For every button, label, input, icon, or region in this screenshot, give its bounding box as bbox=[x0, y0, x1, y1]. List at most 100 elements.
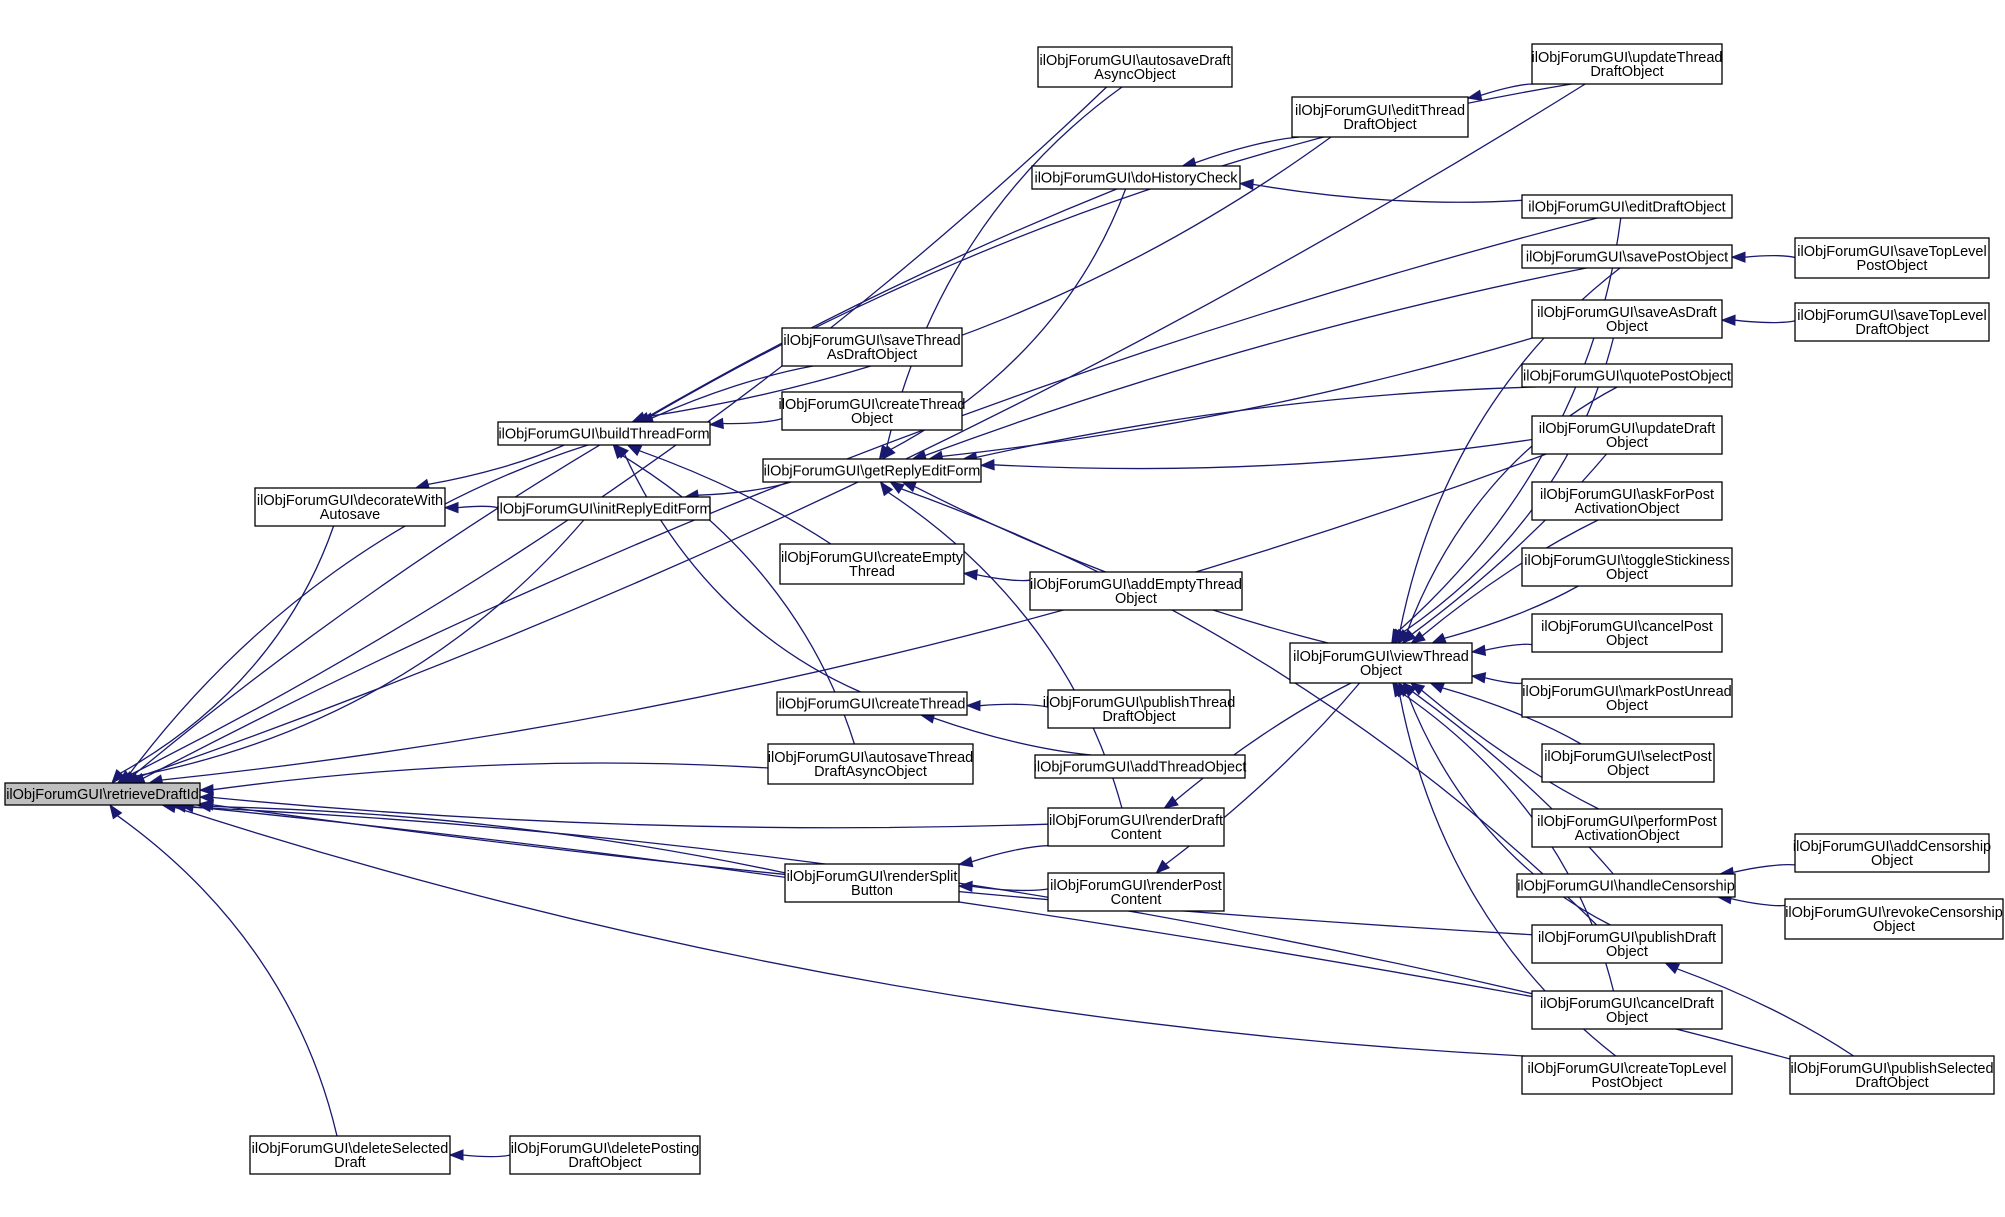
node-box bbox=[497, 496, 711, 521]
edge-saveTopLevelDraftObject-to-saveAsDraftObject bbox=[1720, 314, 1796, 326]
arrowhead bbox=[881, 445, 896, 461]
node-initReplyEditForm[interactable]: ilObjForumGUI\initReplyEditForm bbox=[496, 496, 712, 521]
edge-line bbox=[1405, 386, 1618, 634]
edge-publishThreadDraftObject-to-createThread bbox=[965, 699, 1049, 712]
node-label: Content bbox=[1111, 892, 1162, 908]
node-box bbox=[1531, 415, 1723, 455]
node-autosaveThreadDraftAsyncObject[interactable]: ilObjForumGUI\autosaveThreadDraftAsyncOb… bbox=[767, 743, 974, 785]
node-label: ilObjForumGUI\initReplyEditForm bbox=[496, 502, 711, 518]
node-doHistoryCheck[interactable]: ilObjForumGUI\doHistoryCheck bbox=[1031, 165, 1241, 190]
edge-publishDraftObject-to-getReplyEditForm bbox=[889, 481, 1598, 926]
node-label: ilObjForumGUI\selectPost bbox=[1544, 749, 1712, 765]
arrowhead bbox=[979, 459, 995, 471]
edge-line bbox=[1484, 677, 1523, 685]
node-label: ilObjForumGUI\publishDraft bbox=[1538, 930, 1716, 946]
edge-line bbox=[971, 845, 1049, 863]
node-handleCensorship[interactable]: ilObjForumGUI\handleCensorship bbox=[1516, 873, 1736, 898]
edge-deletePostingDraftObject-to-deleteSelectedDraft bbox=[448, 1149, 511, 1161]
node-getReplyEditForm[interactable]: ilObjForumGUI\getReplyEditForm bbox=[762, 458, 982, 483]
edge-line bbox=[914, 486, 1329, 644]
node-addThreadObject[interactable]: ilObjForumGUI\addThreadObject bbox=[1034, 754, 1247, 779]
arrowhead bbox=[1720, 314, 1736, 326]
edge-line bbox=[1734, 319, 1796, 324]
edge-autosaveThreadDraftAsyncObject-to-retrieveDraftId bbox=[198, 762, 769, 796]
node-label: Object bbox=[1606, 944, 1648, 960]
node-label: ActivationObject bbox=[1575, 828, 1680, 844]
node-box bbox=[776, 691, 968, 716]
node-performPostActivationObject[interactable]: ilObjForumGUI\performPostActivationObjec… bbox=[1531, 808, 1723, 848]
arrowhead bbox=[957, 880, 973, 893]
node-box bbox=[249, 1135, 451, 1175]
node-editDraftObject[interactable]: ilObjForumGUI\editDraftObject bbox=[1521, 194, 1733, 219]
node-box bbox=[509, 1135, 701, 1175]
node-label: Button bbox=[851, 883, 893, 899]
arrowhead bbox=[1155, 859, 1171, 874]
node-label: Object bbox=[1606, 698, 1648, 714]
edge-line bbox=[462, 1154, 511, 1158]
node-label: ilObjForumGUI\viewThread bbox=[1293, 649, 1469, 665]
edge-line bbox=[651, 365, 814, 419]
edge-line bbox=[1480, 83, 1534, 97]
edge-line bbox=[971, 885, 1049, 892]
arrowhead bbox=[198, 791, 214, 804]
node-box bbox=[1531, 990, 1723, 1030]
edge-line bbox=[976, 574, 1031, 582]
node-savePostObject[interactable]: ilObjForumGUI\savePostObject bbox=[1521, 244, 1733, 269]
node-box bbox=[1794, 833, 1990, 873]
node-box bbox=[1029, 571, 1243, 611]
arrowhead bbox=[1401, 629, 1417, 644]
node-label: ilObjForumGUI\autosaveDraft bbox=[1040, 53, 1231, 69]
node-quotePostObject[interactable]: ilObjForumGUI\quotePostObject bbox=[1521, 363, 1733, 388]
node-label: ilObjForumGUI\addCensorship bbox=[1793, 839, 1991, 855]
node-label: Object bbox=[1606, 1010, 1648, 1026]
edge-deleteSelectedDraft-to-retrieveDraftId bbox=[109, 803, 338, 1137]
node-label: ilObjForumGUI\markPostUnread bbox=[1522, 684, 1732, 700]
node-createThread[interactable]: ilObjForumGUI\createThread bbox=[776, 691, 968, 716]
node-buildThreadForm[interactable]: ilObjForumGUI\buildThreadForm bbox=[497, 421, 711, 446]
node-box bbox=[781, 327, 963, 367]
node-retrieveDraftId[interactable]: ilObjForumGUI\retrieveDraftId bbox=[4, 782, 201, 806]
node-box bbox=[784, 863, 960, 903]
arrowhead bbox=[1466, 89, 1483, 101]
edge-publishSelectedDraftObject-to-publishDraftObject bbox=[1664, 962, 1854, 1057]
arrowhead bbox=[626, 444, 643, 457]
node-label: Object bbox=[1360, 663, 1402, 679]
edge-renderDraftContent-to-renderSplitButton bbox=[957, 845, 1049, 868]
node-box bbox=[781, 391, 963, 431]
node-label: ilObjForumGUI\cancelDraft bbox=[1540, 996, 1714, 1012]
edge-line bbox=[128, 86, 1108, 777]
node-label: ilObjForumGUI\retrieveDraftId bbox=[6, 787, 199, 803]
edge-line bbox=[1421, 689, 1599, 810]
